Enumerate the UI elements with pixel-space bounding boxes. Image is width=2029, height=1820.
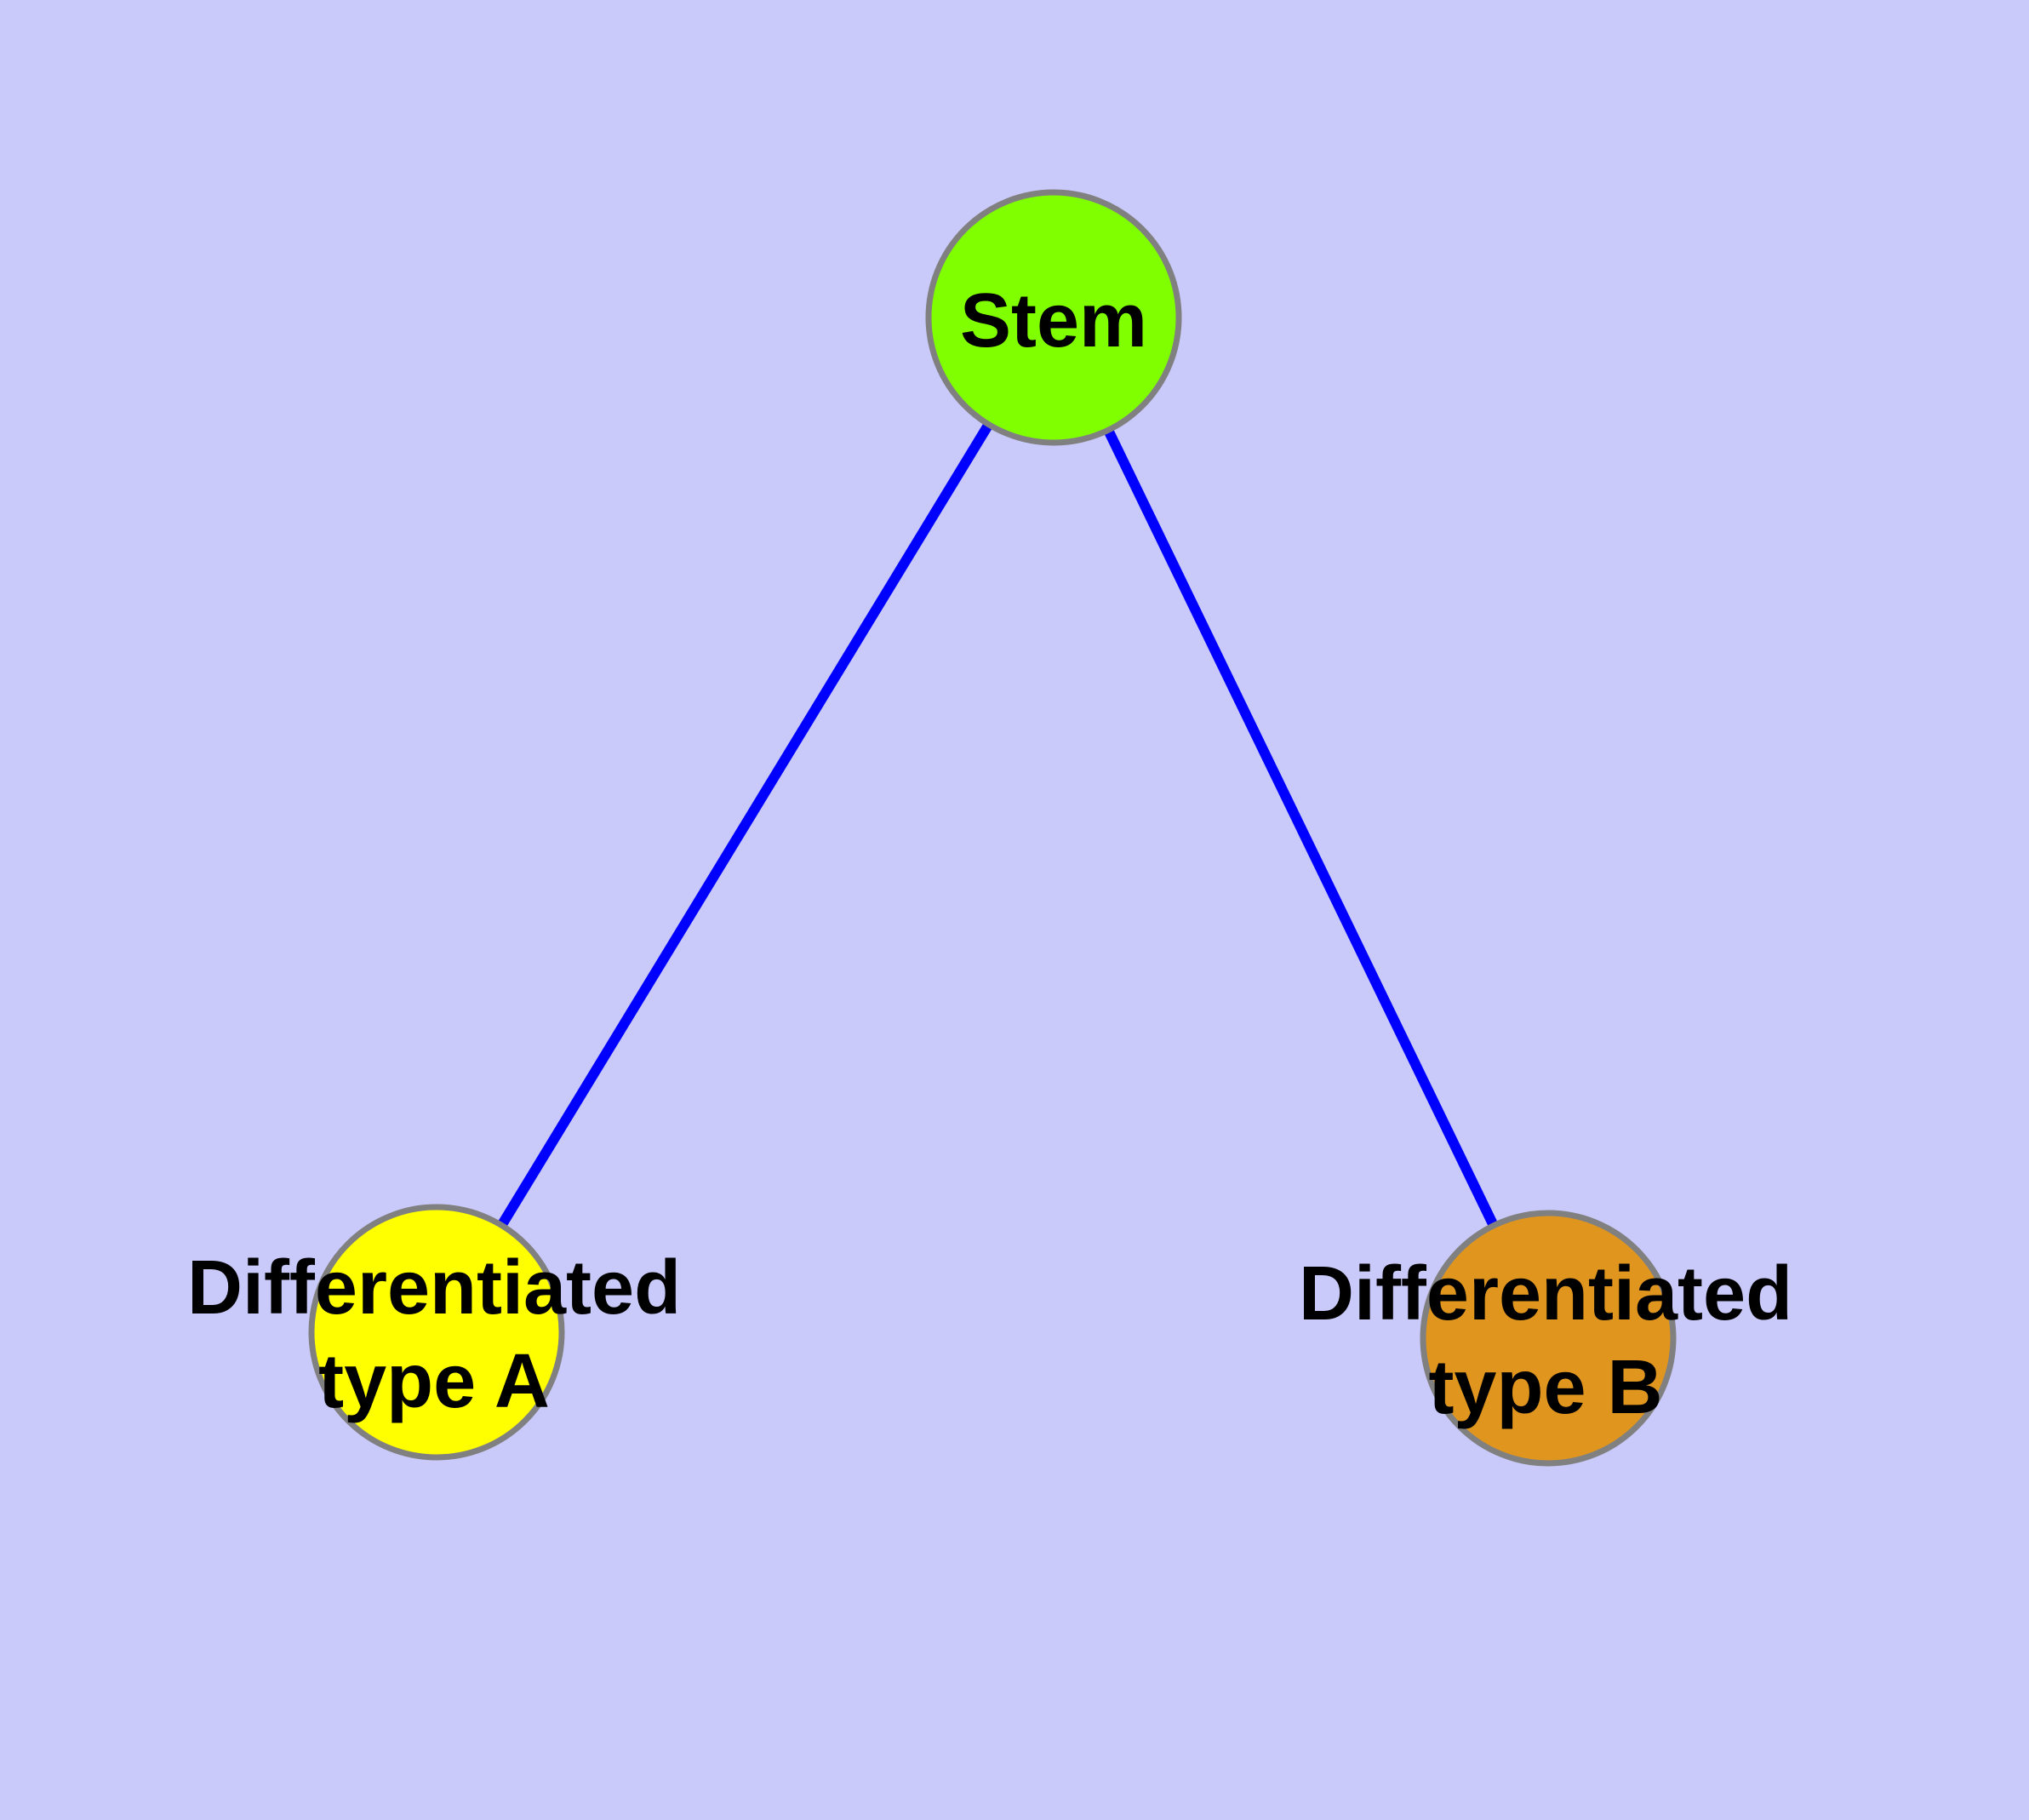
node-type-b-label: Differentiated type B xyxy=(1299,1247,1792,1434)
node-stem-label: Stem xyxy=(960,274,1147,368)
node-stem-circle xyxy=(925,189,1182,446)
node-type-b-label-line1: Differentiated xyxy=(1298,1251,1793,1336)
edge-stem-to-type-a xyxy=(432,314,1059,1336)
node-type-b-label-line2: type B xyxy=(1428,1345,1663,1430)
node-type-b-circle xyxy=(1420,1210,1677,1467)
node-type-a-circle xyxy=(308,1204,565,1461)
node-type-a-label-line1: Differentiated xyxy=(186,1245,682,1331)
node-type-a-label-line2: type A xyxy=(318,1339,550,1424)
node-type-a-label: Differentiated type A xyxy=(187,1241,681,1428)
edge-stem-to-type-b xyxy=(1049,315,1553,1341)
node-stem-label-line1: Stem xyxy=(959,278,1148,363)
